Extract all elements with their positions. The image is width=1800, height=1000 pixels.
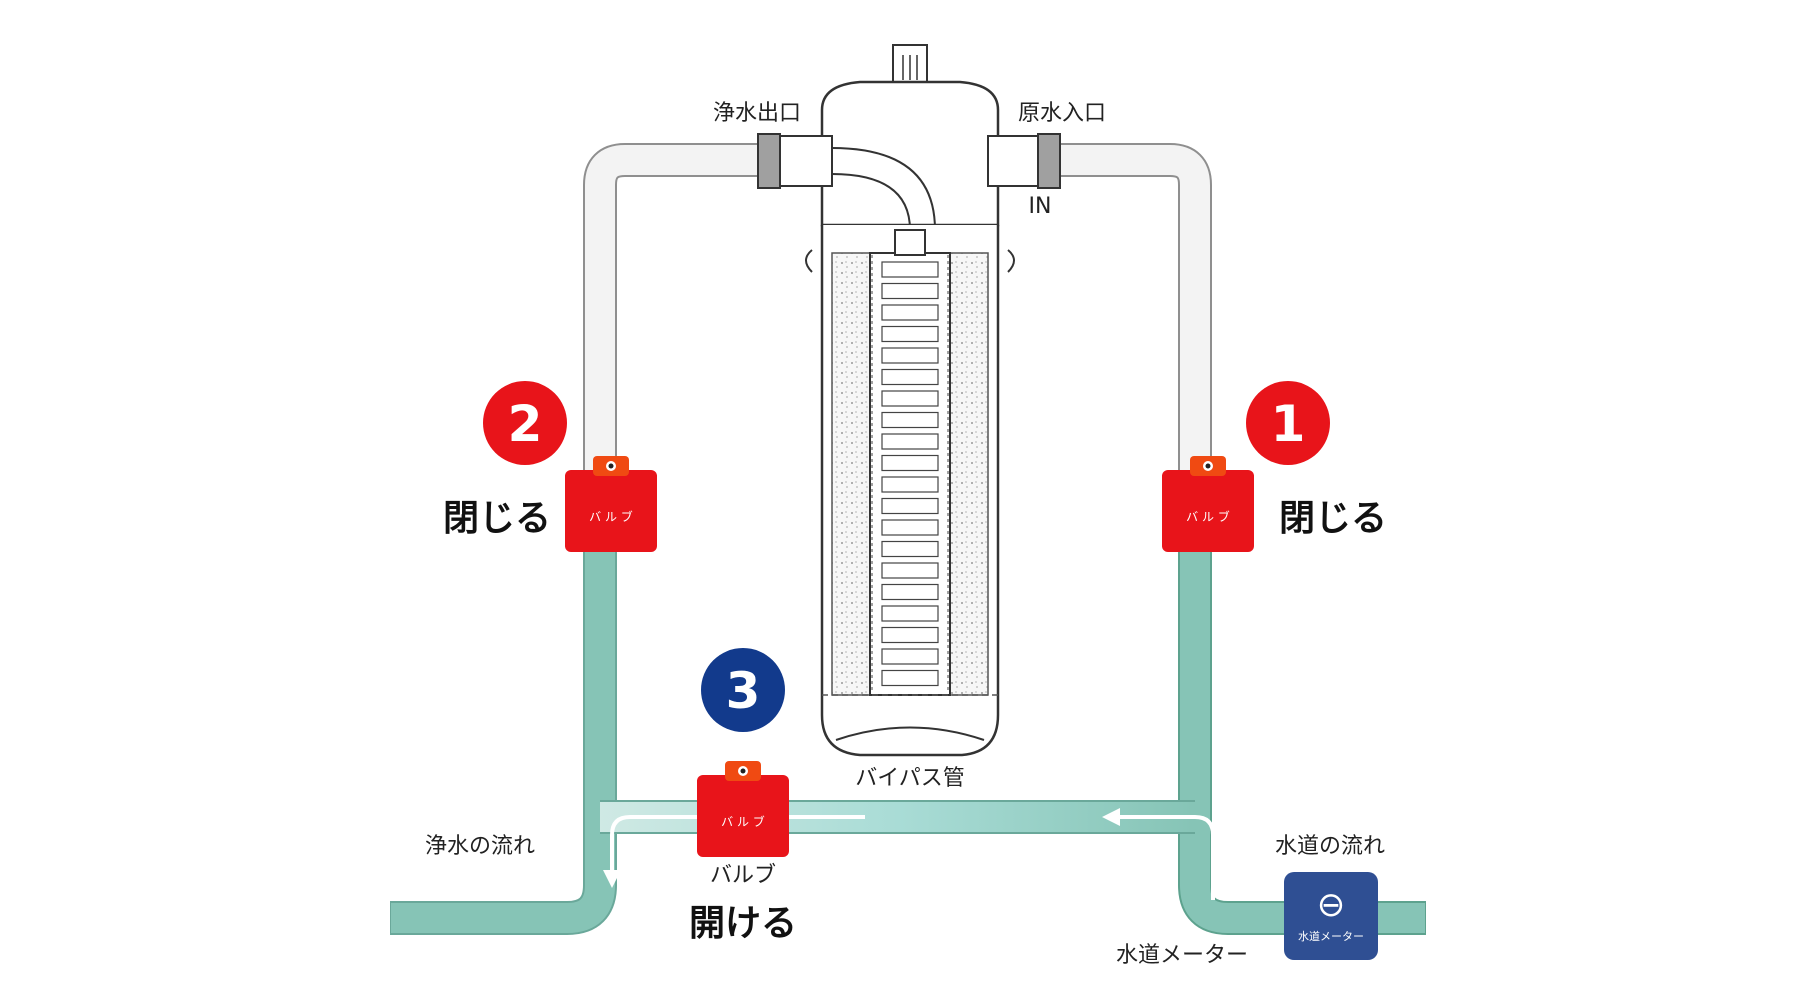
valve-2-label: バ ル ブ (589, 509, 633, 524)
valve-1-label: バ ル ブ (1186, 509, 1230, 524)
bypass-pipe-label: バイパス管 (855, 766, 965, 791)
valve-1[interactable]: バ ル ブ (1162, 456, 1254, 552)
step-badge-2: 2 (483, 381, 567, 465)
outlet-label: 浄水出口 (713, 101, 801, 126)
water-meter[interactable]: ⊖ 水道メーター (1284, 872, 1378, 960)
svg-text:1: 1 (1271, 395, 1306, 453)
filter-housing (757, 44, 1061, 757)
svg-text:3: 3 (726, 662, 761, 720)
filter-core-grid (871, 255, 949, 693)
left-green-pipe (390, 540, 617, 935)
valve-3[interactable]: バ ル ブ (697, 761, 789, 857)
tap-flow-label: 水道の流れ (1275, 834, 1385, 859)
step-badge-3: 3 (701, 648, 785, 732)
flow-arrow-left (610, 815, 865, 870)
valve-2[interactable]: バ ル ブ (565, 456, 657, 552)
meter-symbol-icon: ⊖ (1317, 885, 1346, 925)
step-2-action: 閉じる (443, 498, 551, 539)
in-label: IN (1029, 194, 1052, 219)
valve-3-label: バ ル ブ (721, 814, 765, 829)
svg-text:2: 2 (508, 395, 543, 453)
meter-caption: 水道メーター (1116, 943, 1248, 968)
valve-caption: バルブ (710, 863, 776, 888)
meter-text: 水道メーター (1298, 929, 1364, 943)
step-1-action: 閉じる (1279, 498, 1387, 539)
step-3-action: 開ける (689, 903, 797, 944)
step-badge-1: 1 (1246, 381, 1330, 465)
flow-arrow-right (1120, 815, 1215, 900)
right-green-pipe (1178, 540, 1426, 935)
inlet-label: 原水入口 (1018, 101, 1106, 126)
clean-flow-label: 浄水の流れ (425, 834, 535, 859)
